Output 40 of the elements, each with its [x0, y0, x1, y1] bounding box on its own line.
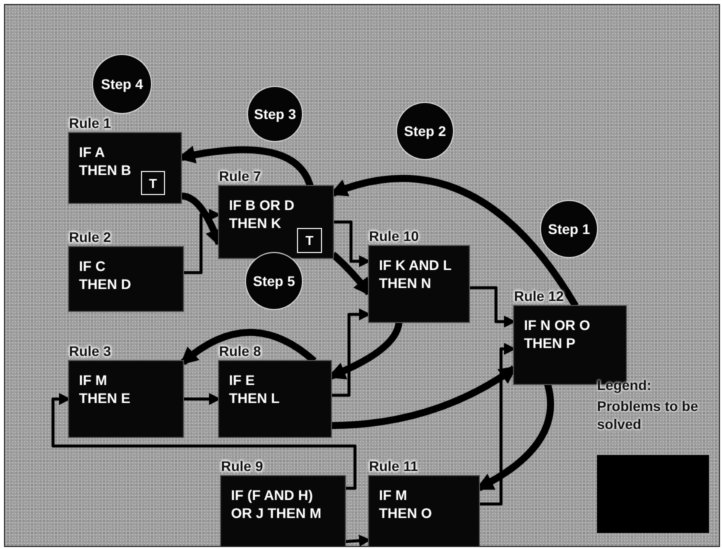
- rule-text: IF (F AND H) OR J THEN M: [231, 486, 322, 522]
- rule-text: IF N OR O THEN P: [524, 316, 592, 352]
- step-circle: [248, 87, 302, 141]
- step-circle: [246, 253, 302, 309]
- rule-heading: Rule 3: [69, 342, 112, 361]
- rule-text: IF K AND L THEN N: [379, 256, 452, 292]
- rule-heading: Rule 9: [221, 457, 264, 476]
- rule-text: IF M THEN E: [79, 371, 132, 407]
- legend-title: Legend:: [597, 377, 652, 393]
- rule-text: IF A THEN B: [79, 143, 132, 179]
- arrow: [344, 534, 371, 546]
- step-label: Step 5: [252, 273, 295, 289]
- rule-heading: Rule 10: [369, 227, 419, 246]
- rule-text: IF C THEN D: [79, 257, 132, 293]
- rule-heading: Rule 2: [69, 228, 112, 247]
- rule-heading: Rule 12: [514, 287, 564, 306]
- tag-marker: T: [297, 228, 322, 253]
- rule-heading: Rule 11: [369, 457, 418, 476]
- arrow: [469, 286, 516, 328]
- legend-text: Problems to be solved: [597, 397, 700, 433]
- rule-text: IF E THEN L: [229, 371, 281, 407]
- step-label: Step 3: [254, 106, 296, 122]
- arrow: [331, 308, 371, 397]
- arrow: [183, 393, 221, 405]
- step-circle: [93, 55, 151, 113]
- rule-text: IF M THEN O: [379, 486, 433, 522]
- arrow: [183, 208, 221, 274]
- tag-marker: T: [141, 171, 165, 195]
- step-circle: [397, 103, 453, 159]
- rule-text: IF B OR D THEN K: [229, 196, 296, 232]
- arrow: [479, 342, 516, 506]
- arrow: [333, 220, 371, 268]
- step-circle: [541, 201, 597, 257]
- rule-heading: Rule 1: [69, 114, 112, 133]
- step-label: Step 2: [404, 123, 446, 139]
- arrow: [52, 393, 356, 490]
- step-label: Step 4: [100, 76, 143, 92]
- rule-heading: Rule 7: [219, 167, 262, 186]
- step-label: Step 1: [548, 221, 590, 237]
- rule-heading: Rule 8: [219, 342, 262, 361]
